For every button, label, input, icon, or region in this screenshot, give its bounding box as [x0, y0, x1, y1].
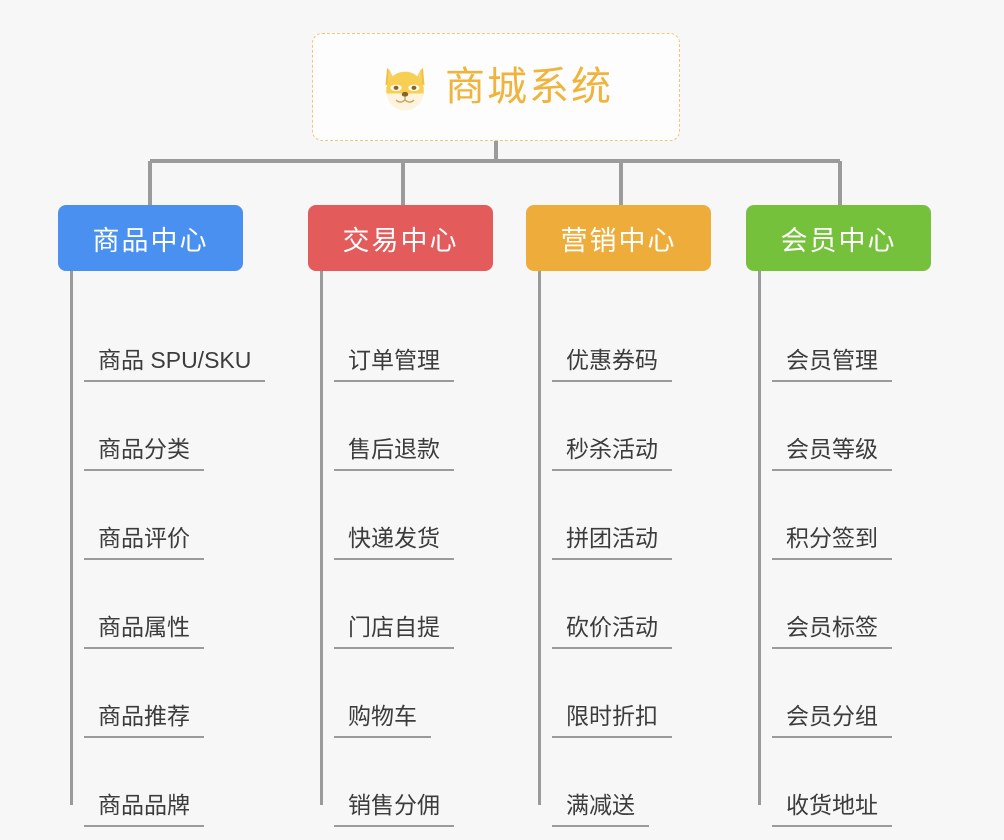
branch-spine-3 [538, 271, 541, 805]
leaf-item[interactable]: 商品评价 [58, 471, 265, 560]
branch-spine-1 [70, 271, 73, 805]
branch-children-2: 订单管理 售后退款 快递发货 门店自提 购物车 销售分佣 [308, 271, 493, 827]
leaf-item[interactable]: 商品属性 [58, 560, 265, 649]
branch-column-4: 会员中心 会员管理 会员等级 积分签到 会员标签 会员分组 收货地址 [746, 205, 931, 827]
leaf-label: 商品分类 [84, 436, 204, 471]
branch-header-2[interactable]: 交易中心 [308, 205, 493, 271]
leaf-label: 订单管理 [334, 347, 454, 382]
leaf-label: 商品评价 [84, 525, 204, 560]
leaf-label: 限时折扣 [552, 703, 672, 738]
leaf-item[interactable]: 销售分佣 [308, 738, 493, 827]
leaf-label: 优惠券码 [552, 347, 672, 382]
leaf-label: 满减送 [552, 792, 649, 827]
branch-column-1: 商品中心 商品 SPU/SKU 商品分类 商品评价 商品属性 商品推荐 商品品牌 [58, 205, 266, 827]
leaf-label: 会员等级 [772, 436, 892, 471]
leaf-label: 销售分佣 [334, 792, 454, 827]
leaf-item[interactable]: 商品品牌 [58, 738, 265, 827]
leaf-label: 商品品牌 [84, 792, 204, 827]
branch-header-3[interactable]: 营销中心 [526, 205, 711, 271]
leaf-item[interactable]: 会员管理 [746, 293, 931, 382]
leaf-item[interactable]: 购物车 [308, 649, 493, 738]
leaf-item[interactable]: 门店自提 [308, 560, 493, 649]
leaf-item[interactable]: 积分签到 [746, 471, 931, 560]
branch-children-1: 商品 SPU/SKU 商品分类 商品评价 商品属性 商品推荐 商品品牌 [58, 271, 266, 827]
leaf-label: 快递发货 [334, 525, 454, 560]
leaf-label: 购物车 [334, 703, 431, 738]
root-label: 商城系统 [445, 65, 613, 109]
leaf-label: 秒杀活动 [552, 436, 672, 471]
leaf-label: 售后退款 [334, 436, 454, 471]
leaf-label: 会员标签 [772, 614, 892, 649]
leaf-item[interactable]: 秒杀活动 [526, 382, 711, 471]
leaf-item[interactable]: 砍价活动 [526, 560, 711, 649]
leaf-item[interactable]: 售后退款 [308, 382, 493, 471]
branch-column-3: 营销中心 优惠券码 秒杀活动 拼团活动 砍价活动 限时折扣 满减送 [526, 205, 711, 827]
branch-column-2: 交易中心 订单管理 售后退款 快递发货 门店自提 购物车 销售分佣 [308, 205, 493, 827]
leaf-label: 拼团活动 [552, 525, 672, 560]
leaf-item[interactable]: 优惠券码 [526, 293, 711, 382]
leaf-item[interactable]: 快递发货 [308, 471, 493, 560]
leaf-label: 会员分组 [772, 703, 892, 738]
leaf-item[interactable]: 满减送 [526, 738, 711, 827]
leaf-label: 积分签到 [772, 525, 892, 560]
leaf-item[interactable]: 商品分类 [58, 382, 265, 471]
leaf-label: 门店自提 [334, 614, 454, 649]
root-node[interactable]: 商城系统 [312, 33, 680, 141]
leaf-label: 商品 SPU/SKU [84, 347, 266, 382]
branch-spine-2 [320, 271, 323, 805]
branch-spine-4 [758, 271, 761, 805]
leaf-item[interactable]: 限时折扣 [526, 649, 711, 738]
leaf-item[interactable]: 收货地址 [746, 738, 931, 827]
branch-header-4[interactable]: 会员中心 [746, 205, 931, 271]
leaf-item[interactable]: 商品推荐 [58, 649, 265, 738]
leaf-label: 砍价活动 [552, 614, 672, 649]
leaf-item[interactable]: 会员等级 [746, 382, 931, 471]
leaf-label: 收货地址 [772, 792, 892, 827]
leaf-item[interactable]: 会员标签 [746, 560, 931, 649]
leaf-item[interactable]: 商品 SPU/SKU [58, 293, 266, 382]
shiba-dog-icon [385, 67, 425, 111]
branch-children-4: 会员管理 会员等级 积分签到 会员标签 会员分组 收货地址 [746, 271, 931, 827]
leaf-label: 商品推荐 [84, 703, 204, 738]
leaf-label: 商品属性 [84, 614, 204, 649]
leaf-item[interactable]: 会员分组 [746, 649, 931, 738]
leaf-item[interactable]: 订单管理 [308, 293, 493, 382]
branch-children-3: 优惠券码 秒杀活动 拼团活动 砍价活动 限时折扣 满减送 [526, 271, 711, 827]
leaf-item[interactable]: 拼团活动 [526, 471, 711, 560]
branch-header-1[interactable]: 商品中心 [58, 205, 243, 271]
leaf-label: 会员管理 [772, 347, 892, 382]
